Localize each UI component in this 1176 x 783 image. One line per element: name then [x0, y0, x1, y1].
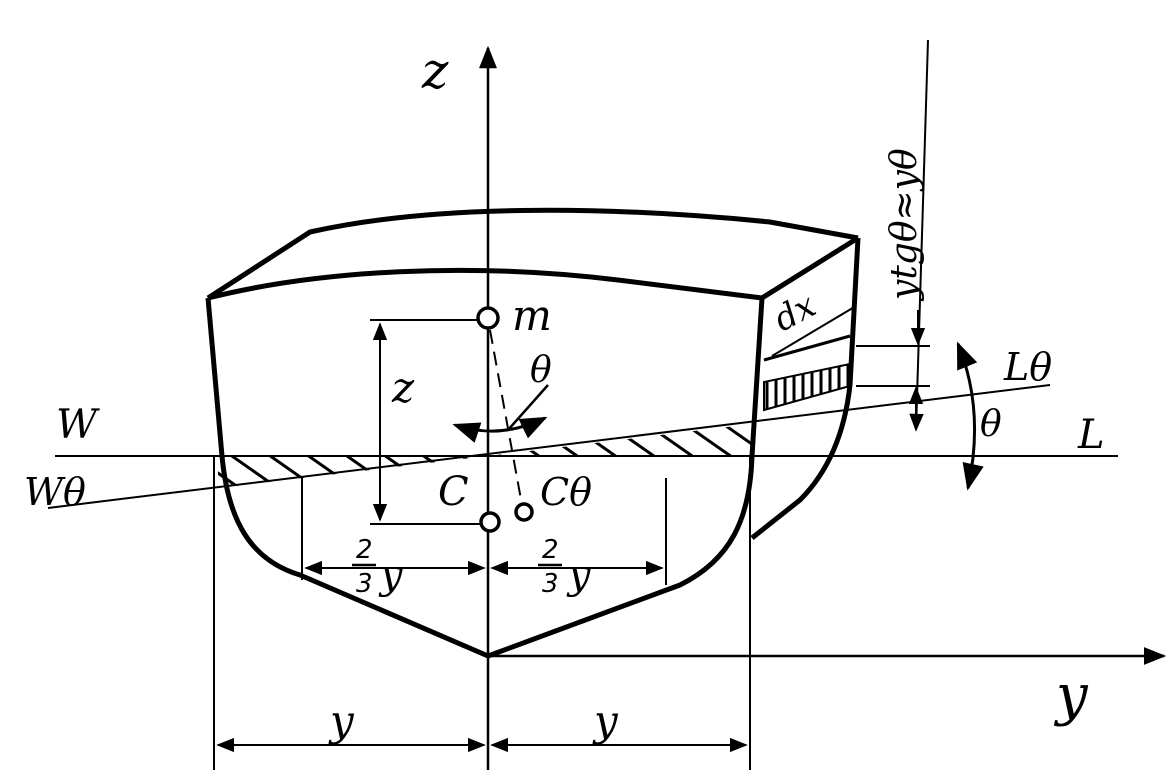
label-half-beam-right: y	[592, 696, 619, 745]
label-half-beam-left: y	[328, 696, 355, 745]
theta-right-arc	[956, 341, 984, 491]
point-c	[479, 511, 501, 533]
immersed-wedge-left	[218, 456, 488, 488]
heel-angle-arc	[452, 416, 548, 443]
label-two-thirds-right: 2 3 y	[538, 535, 592, 599]
label-theta-right: θ	[980, 404, 1002, 445]
label-c: C	[438, 469, 469, 515]
label-w-theta: Wθ	[24, 470, 86, 514]
deck-front-edge	[207, 267, 763, 301]
label-m: m	[512, 291, 552, 340]
point-m	[476, 306, 500, 330]
emerged-wedge-right	[488, 424, 752, 456]
label-y-axis: y	[1053, 663, 1089, 728]
vertical-offset-line	[909, 39, 929, 432]
label-z-height: z	[391, 363, 415, 412]
dx-dim-line	[771, 305, 857, 357]
label-l: L	[1077, 412, 1105, 458]
label-w: W	[56, 402, 100, 448]
label-heel-theta: θ	[530, 350, 552, 391]
svg-text:3: 3	[542, 569, 559, 599]
hull-side-outline	[750, 237, 861, 540]
slice-lines	[763, 334, 851, 362]
heel-angle-pointer	[507, 384, 549, 431]
label-l-theta: Lθ	[1003, 345, 1052, 389]
label-c-theta: Cθ	[540, 470, 592, 514]
svg-text:2: 2	[542, 535, 559, 565]
deck-top-edge	[206, 207, 859, 301]
svg-text:3: 3	[356, 569, 373, 599]
svg-text:2: 2	[356, 535, 373, 565]
label-vertical-formula: ytgθ≈yθ	[884, 148, 925, 302]
svg-text:y: y	[378, 552, 404, 598]
label-z-axis: z	[421, 42, 449, 100]
label-two-thirds-left: 2 3 y	[352, 535, 404, 599]
slice-hatch	[763, 362, 851, 412]
svg-text:y: y	[566, 552, 592, 598]
point-c-theta	[514, 502, 534, 522]
deck-right-edge	[760, 235, 860, 301]
line-m-ctheta	[489, 329, 523, 506]
